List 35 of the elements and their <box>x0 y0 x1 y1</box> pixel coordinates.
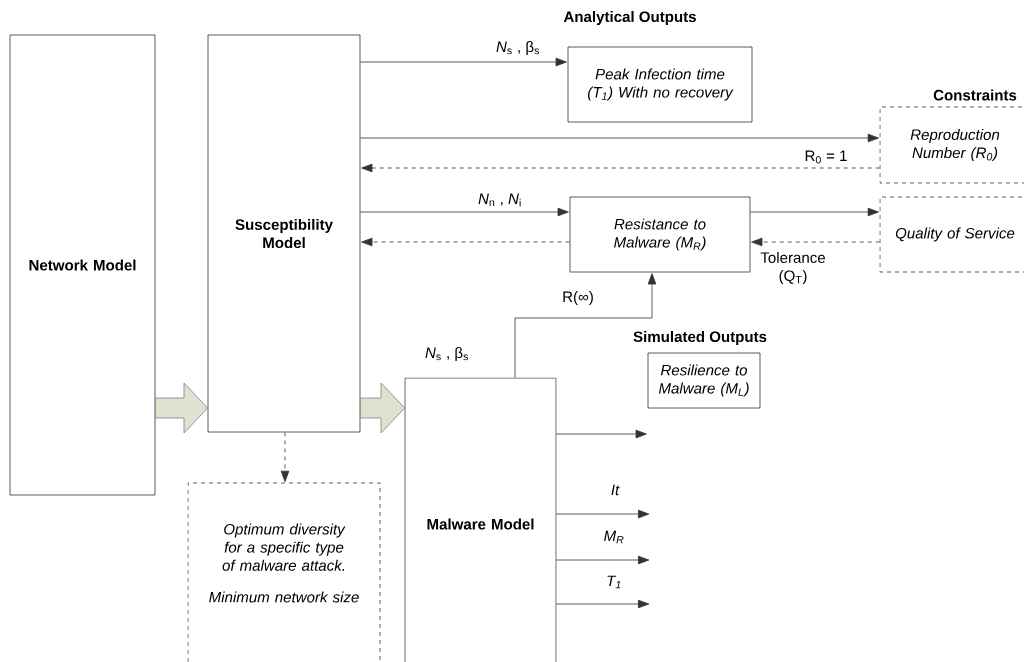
arrow <box>555 509 650 519</box>
arrow <box>360 207 569 217</box>
edge-label: N$_{s}$ , β$_{s}$ <box>425 347 468 361</box>
dashed-arrow <box>751 237 881 247</box>
process-box: Resistance to Malware (M$_{R}$) <box>569 196 751 273</box>
block-arrow <box>155 382 208 434</box>
arrow <box>555 555 650 565</box>
dashed-arrow <box>361 237 570 247</box>
arrow <box>555 429 647 439</box>
dashed-arrow <box>361 163 881 173</box>
edge-label: T$_{1}$ <box>607 575 621 589</box>
block-arrow <box>360 382 406 434</box>
constraint-box: Reproduction Number (R$_{0}$) <box>879 106 1024 184</box>
group-heading: Simulated Outputs <box>633 331 767 345</box>
arrow <box>750 207 879 217</box>
arrow <box>280 432 290 482</box>
group-heading: Analytical Outputs <box>563 11 696 25</box>
edge-label: R(∞) <box>563 291 593 305</box>
model-box: Malware Model <box>404 377 557 662</box>
edge-label: Tolerance (Q$_{T}$) <box>760 251 825 285</box>
edge-label: R$_{0}$ = 1 <box>805 150 847 164</box>
arrow <box>514 273 657 379</box>
arrow <box>360 57 567 67</box>
output-box: Resilience to Malware (M$_{L}$) <box>647 352 761 409</box>
note-box: Optimum diversity for a specific type of malware attack. Minimum network size <box>187 482 381 662</box>
edge-label: N$_{n}$ , N$_{i}$ <box>478 193 521 207</box>
model-box: Susceptibility Model <box>207 34 361 433</box>
arrow <box>555 599 650 609</box>
arrow <box>360 133 879 143</box>
edge-label: It <box>611 484 620 496</box>
constraint-box: Quality of Service <box>879 196 1024 273</box>
edge-label: N$_{s}$ , β$_{s}$ <box>496 41 539 55</box>
edge-label: M$_{R}$ <box>604 530 624 544</box>
model-box: Network Model <box>9 34 156 496</box>
output-box: Peak Infection time (T$_{1}$) With no recovery <box>567 46 753 123</box>
